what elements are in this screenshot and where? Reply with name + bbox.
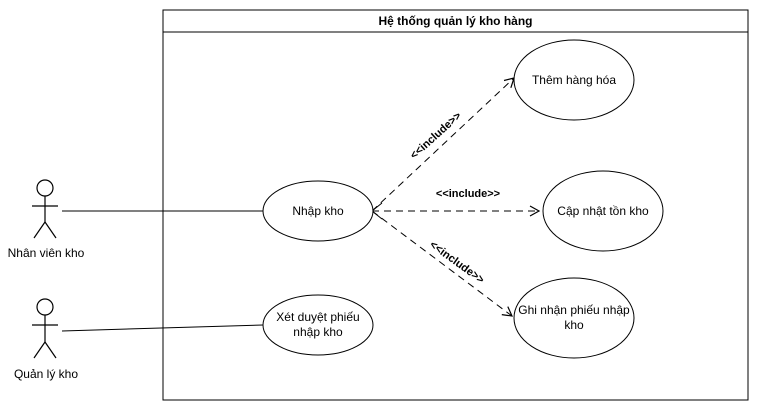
usecase-label-them-hang-hoa: Thêm hàng hóa	[531, 72, 617, 87]
actor-label-nhan-vien-kho: Nhân viên kho	[7, 246, 85, 260]
usecase-nhap-kho[interactable]	[262, 180, 374, 242]
usecase-ghi-nhan-phieu[interactable]	[513, 277, 635, 359]
association-quan-ly-xet-duyet	[61, 324, 264, 332]
usecase-them-hang-hoa[interactable]	[513, 39, 635, 121]
actor-quan-ly-kho[interactable]	[32, 298, 58, 359]
usecase-label-xet-duyet: Xét duyệt phiếu nhập kho	[276, 310, 360, 339]
usecase-xet-duyet[interactable]	[262, 294, 374, 356]
actor-nhan-vien-kho[interactable]	[32, 179, 58, 239]
usecase-label-cap-nhat-ton-kho: Cập nhật tồn kho	[557, 203, 649, 218]
include-arrow-ghi-nhan-phieu	[371, 210, 513, 317]
usecase-label-ghi-nhan-phieu: Ghi nhận phiếu nhập kho	[518, 303, 630, 332]
usecase-cap-nhat-ton-kho[interactable]	[542, 170, 664, 252]
actor-label-quan-ly-kho: Quản lý kho	[13, 367, 79, 381]
system-title: Hệ thống quản lý kho hàng	[378, 14, 533, 28]
include-arrow-them-hang-hoa	[371, 77, 515, 212]
include-label-cap-nhat-ton-kho: <<include>>	[436, 188, 500, 200]
usecase-label-nhap-kho: Nhập kho	[292, 203, 344, 218]
